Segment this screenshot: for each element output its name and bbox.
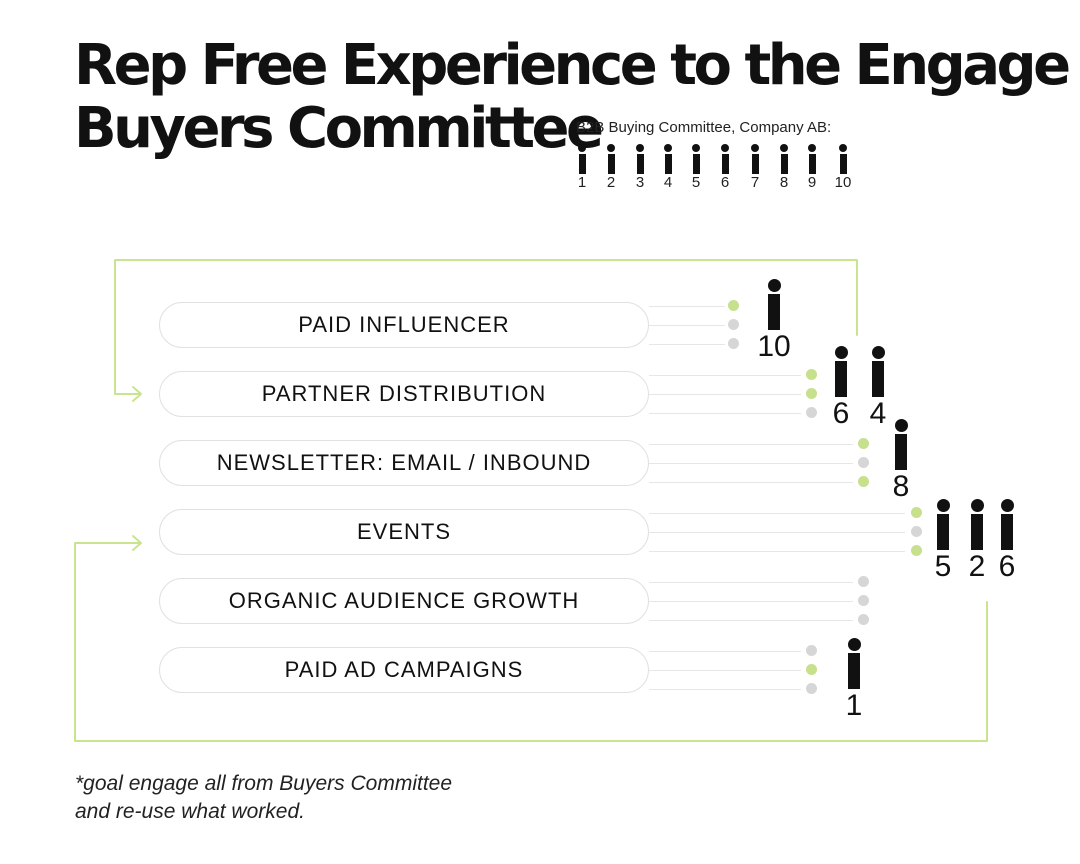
- connector-line: [649, 651, 801, 652]
- title-line-1: Rep Free Experience to the Engage: [74, 33, 1071, 98]
- connector-line: [649, 670, 801, 671]
- channel-label: ORGANIC AUDIENCE GROWTH: [228, 588, 580, 613]
- engagement-dot-inactive: [858, 595, 869, 606]
- engagement-dot-active: [806, 664, 817, 675]
- engagement-dot-inactive: [858, 457, 869, 468]
- engagement-dot-inactive: [728, 338, 739, 349]
- engagement-dot-active: [858, 438, 869, 449]
- engagement-dot-inactive: [806, 683, 817, 694]
- member-number: 2: [968, 550, 986, 583]
- connector-line: [649, 601, 853, 602]
- committee-member-4: 4: [657, 144, 679, 192]
- engagement-dot-active: [858, 476, 869, 487]
- bottom-loop-line: [74, 542, 988, 742]
- engagement-dot-active: [806, 388, 817, 399]
- engagement-dot-inactive: [858, 576, 869, 587]
- member-figure: 10: [749, 279, 799, 364]
- member-number: 1: [845, 689, 863, 722]
- connector-line: [649, 306, 725, 307]
- member-number: 4: [869, 397, 887, 430]
- footnote: *goal engage all from Buyers Committee a…: [75, 770, 452, 826]
- connector-line: [649, 413, 801, 414]
- committee-member-number: 3: [635, 174, 645, 191]
- page-title: Rep Free Experience to the Engage Buyers…: [74, 33, 1071, 161]
- connector-line: [649, 689, 801, 690]
- committee-member-5: 5: [685, 144, 707, 192]
- channel-paid-ad-campaigns: PAID AD CAMPAIGNS: [159, 647, 649, 693]
- top-loop-line: [114, 259, 858, 395]
- channel-label: PAID AD CAMPAIGNS: [284, 657, 524, 682]
- committee-reference-row: 1 2 3 4 5 6 7 8 9 10: [560, 144, 860, 194]
- member-figure: 2: [962, 499, 992, 584]
- member-figure: 6: [826, 346, 856, 431]
- connector-line: [649, 532, 905, 533]
- member-number: 8: [892, 470, 910, 503]
- member-number: 10: [757, 330, 791, 363]
- committee-member-7: 7: [744, 144, 766, 192]
- channel-organic-audience-growth: ORGANIC AUDIENCE GROWTH: [159, 578, 649, 624]
- committee-member-number: 4: [663, 174, 673, 191]
- engagement-dot-inactive: [806, 407, 817, 418]
- engagement-dot-active: [728, 300, 739, 311]
- bottom-loop-arrowhead: [132, 535, 142, 551]
- committee-member-3: 3: [629, 144, 651, 192]
- committee-label: B2B Buying Committee, Company AB:: [576, 119, 832, 136]
- connector-line: [649, 325, 725, 326]
- member-number: 5: [934, 550, 952, 583]
- channel-label: NEWSLETTER: EMAIL / INBOUND: [216, 450, 592, 475]
- engagement-dot-inactive: [911, 526, 922, 537]
- channel-newsletter: NEWSLETTER: EMAIL / INBOUND: [159, 440, 649, 486]
- engagement-dot-active: [806, 369, 817, 380]
- channel-label: PARTNER DISTRIBUTION: [261, 381, 547, 406]
- channel-label: PAID INFLUENCER: [298, 312, 510, 337]
- committee-member-8: 8: [773, 144, 795, 192]
- member-figure: 6: [992, 499, 1022, 584]
- engagement-dot-active: [911, 507, 922, 518]
- connector-line: [649, 344, 725, 345]
- committee-member-6: 6: [714, 144, 736, 192]
- connector-line: [649, 375, 801, 376]
- committee-member-number: 9: [807, 174, 817, 191]
- member-number: 6: [832, 397, 850, 430]
- committee-member-number: 8: [779, 174, 789, 191]
- channel-label: EVENTS: [356, 519, 452, 544]
- member-number: 6: [998, 550, 1016, 583]
- connector-line: [649, 394, 801, 395]
- connector-line: [649, 513, 905, 514]
- committee-member-number: 6: [720, 174, 730, 191]
- committee-member-number: 10: [834, 174, 852, 191]
- committee-member-number: 2: [606, 174, 616, 191]
- channel-partner-distribution: PARTNER DISTRIBUTION: [159, 371, 649, 417]
- member-figure: 4: [863, 346, 893, 431]
- top-loop-arrowhead: [132, 386, 142, 402]
- footnote-line-2: and re-use what worked.: [75, 800, 305, 823]
- connector-line: [649, 551, 905, 552]
- engagement-dot-inactive: [806, 645, 817, 656]
- footnote-line-1: *goal engage all from Buyers Committee: [75, 772, 453, 795]
- connector-line: [649, 463, 853, 464]
- channel-events: EVENTS: [159, 509, 649, 555]
- committee-member-number: 7: [750, 174, 760, 191]
- committee-member-9: 9: [801, 144, 823, 192]
- engagement-dot-inactive: [728, 319, 739, 330]
- committee-member-10: 10: [832, 144, 854, 192]
- member-figure: 1: [839, 638, 869, 723]
- member-figure: 5: [928, 499, 958, 584]
- title-line-2: Buyers Committee: [74, 96, 604, 161]
- connector-line: [649, 444, 853, 445]
- connector-line: [649, 482, 853, 483]
- connector-line: [649, 582, 853, 583]
- engagement-dot-inactive: [858, 614, 869, 625]
- committee-member-1: 1: [571, 144, 593, 192]
- channel-paid-influencer: PAID INFLUENCER: [159, 302, 649, 348]
- committee-member-2: 2: [600, 144, 622, 192]
- committee-member-number: 1: [577, 174, 587, 191]
- connector-line: [649, 620, 853, 621]
- committee-member-number: 5: [691, 174, 701, 191]
- engagement-dot-active: [911, 545, 922, 556]
- member-figure: 8: [886, 419, 916, 504]
